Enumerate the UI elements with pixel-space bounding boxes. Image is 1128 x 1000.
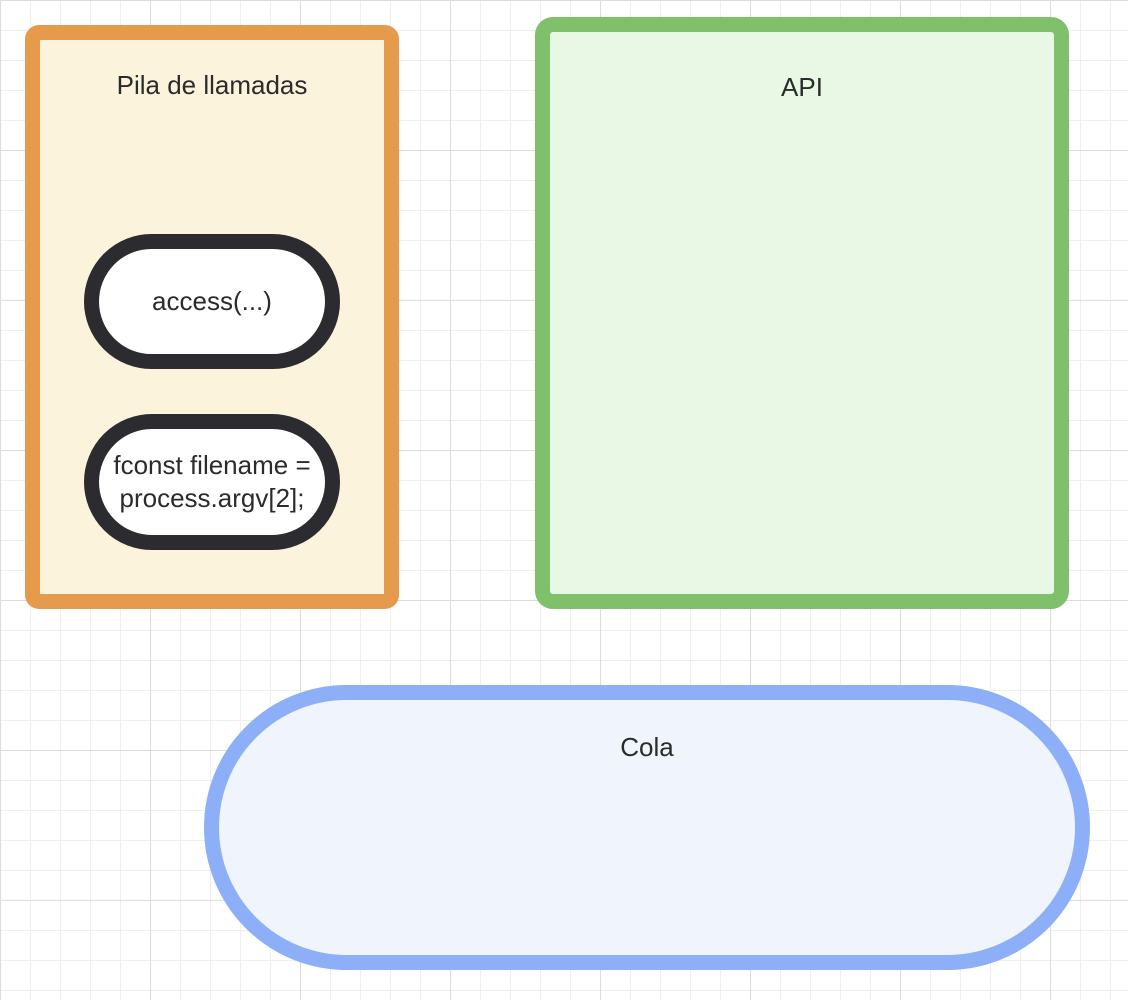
call-stack-title: Pila de llamadas: [116, 70, 308, 100]
api-title: API: [781, 72, 823, 102]
stack-frame-access-label: access(...): [152, 286, 272, 316]
stack-frame-const-filename[interactable]: fconst filename = process.argv[2];: [84, 414, 340, 550]
stack-frame-access[interactable]: access(...): [84, 234, 340, 369]
queue-title: Cola: [620, 732, 674, 762]
stack-frame-const-filename-label: fconst filename = process.argv[2];: [113, 450, 311, 513]
queue-container[interactable]: Cola: [204, 685, 1090, 970]
api-container[interactable]: API: [535, 17, 1069, 609]
